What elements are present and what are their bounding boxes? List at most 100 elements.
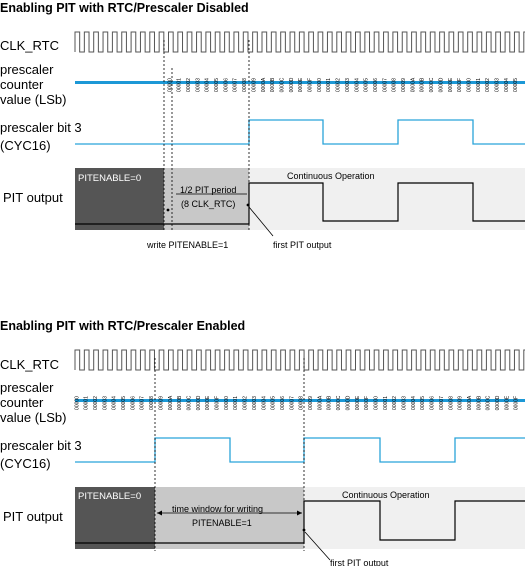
counter-value: 00009 [251,78,257,92]
counter-value: 0000A [317,395,323,410]
counter-label-3: value (LSb) [0,92,66,107]
counter-value: 00000 [317,78,323,92]
counter-value: 00003 [102,396,108,410]
counter-value: 00007 [233,78,239,92]
counter-value: 0000A [261,77,267,92]
counter-value: 00008 [392,78,398,92]
counter-value: 00007 [382,78,388,92]
counter-value: 00001 [177,78,183,92]
counter-value: 0000D [495,395,501,410]
counter-value: 00008 [149,396,155,410]
counter-label-2: counter [0,395,44,410]
counter-value: 0000C [486,395,492,410]
pit-continuous-region [304,487,525,549]
counter-value: 00005 [513,78,519,92]
counter-value: 00006 [223,78,229,92]
counter-value: 00002 [336,78,342,92]
counter-value: 0000A [410,77,416,92]
counter-value: 0000C [280,77,286,92]
bit3-label-2: (CYC16) [0,138,51,153]
counter-value: 00005 [420,396,426,410]
counter-value: 00009 [401,78,407,92]
arrow-head-left [157,510,162,516]
counter-value: 00009 [158,396,164,410]
counter-value: 0000B [476,395,482,410]
arrow-head-right [297,510,302,516]
counter-value: 00003 [402,396,408,410]
counter-value: 0000D [345,395,351,410]
counter-value: 00008 [242,78,248,92]
counter-value: 0000C [336,395,342,410]
counter-value: 00001 [383,396,389,410]
half-period-label-2: (8 CLK_RTC) [181,199,235,209]
counter-value: 0000A [168,395,174,410]
counter-label-1: prescaler [0,380,54,395]
write-window-label-1: time window for writing [172,504,263,514]
first-output-dot [302,528,306,532]
counter-bus-bar [75,81,525,84]
counter-value: 00004 [112,396,118,410]
counter-value: 0000B [177,395,183,410]
write-annotation: write PITENABLE=1 [146,240,228,250]
counter-value: 0000D [438,77,444,92]
write-marker-dot [166,208,170,212]
counter-value: 0000A [467,395,473,410]
counter-value: 0000F [457,78,463,92]
clk-waveform [74,31,525,53]
counter-value: 0000B [270,77,276,92]
counter-value: 00002 [93,396,99,410]
continuous-operation-label: Continuous Operation [342,490,430,500]
counter-value: 00006 [373,78,379,92]
counter-value: 00001 [233,396,239,410]
counter-value: 00003 [495,78,501,92]
counter-value: 00004 [261,396,267,410]
counter-value: 00008 [299,396,305,410]
counter-value: 00004 [354,78,360,92]
pit-output-label: PIT output [3,190,63,205]
counter-value: 00001 [84,396,90,410]
half-period-label-1: 1/2 PIT period [180,185,236,195]
counter-value: 0000B [327,395,333,410]
counter-value: 00004 [411,396,417,410]
bit3-label-1: prescaler bit 3 [0,120,82,135]
pit-disabled-label: PITENABLE=0 [78,173,141,184]
pit-half-period-region [164,168,249,230]
counter-value: 0000F [364,396,370,410]
clk-trace [74,349,525,371]
section-prescaler-disabled: Enabling PIT with RTC/Prescaler Disabled… [0,1,525,250]
pit-continuous-region [249,168,525,230]
section-title: Enabling PIT with RTC/Prescaler Enabled [0,319,245,333]
counter-value: 0000F [215,396,221,410]
counter-value: 00004 [504,78,510,92]
pit-disabled-label: PITENABLE=0 [78,491,141,502]
counter-value: 00006 [130,396,136,410]
counter-value: 0000F [308,78,314,92]
counter-value: 00005 [271,396,277,410]
bit3-label-1: prescaler bit 3 [0,438,82,453]
bit3-waveform [75,437,525,463]
counter-value: 00002 [392,396,398,410]
first-output-pointer [248,206,274,237]
counter-value: 00004 [205,78,211,92]
counter-value: 00000 [74,396,80,410]
section-title: Enabling PIT with RTC/Prescaler Disabled [0,1,249,15]
counter-value: 00006 [430,396,436,410]
counter-value: 0000E [355,395,361,410]
counter-value: 00007 [289,396,295,410]
bit3-waveform [75,119,525,145]
counter-value: 00000 [167,78,173,92]
counter-value: 00000 [467,78,473,92]
counter-value: 00005 [364,78,370,92]
counter-value: 00005 [214,78,220,92]
counter-value: 0000D [196,395,202,410]
counter-value: 0000D [289,77,295,92]
counter-value: 00003 [252,396,258,410]
counter-value: 0000E [298,77,304,92]
counter-value: 0000E [448,77,454,92]
first-output-annotation: first PIT output [273,240,332,250]
clk-trace [74,31,525,53]
pit-output-waveform [75,182,525,225]
counter-value: 00009 [458,396,464,410]
